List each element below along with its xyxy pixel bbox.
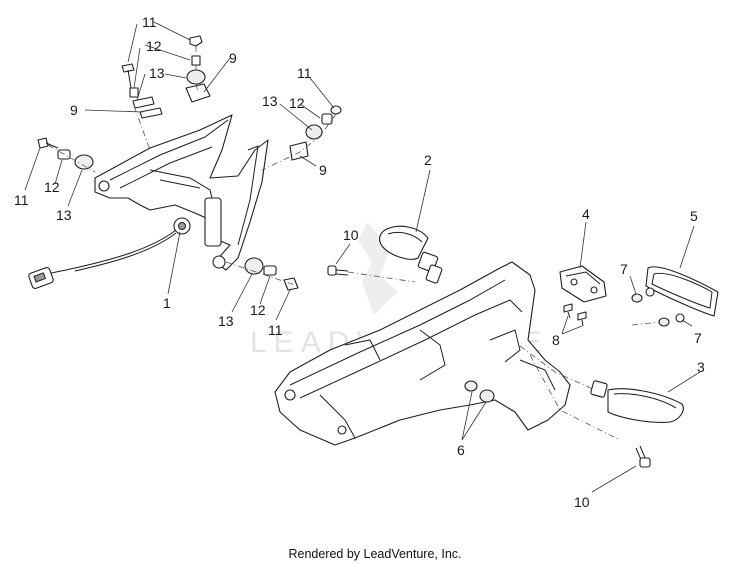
- part-6-rear-fender[interactable]: [274, 261, 621, 446]
- callout-6: 6: [457, 442, 465, 458]
- hardware-top-left: [121, 35, 211, 151]
- callout-2: 2: [424, 152, 432, 168]
- hardware-bottom-left: [225, 257, 299, 291]
- hardware-top-right: [261, 105, 342, 171]
- callout-12: 12: [289, 95, 305, 111]
- part-10-bolt-lower: [635, 445, 651, 468]
- callout-7: 7: [694, 330, 702, 346]
- part-2-turn-signal-left[interactable]: [379, 225, 443, 284]
- callout-8: 8: [552, 332, 560, 348]
- part-1-wire-harness: [28, 229, 177, 289]
- callout-labels: 11 12 13 9 9 11 12 13 9 11 12 13 1 13 12…: [14, 14, 705, 510]
- callout-1: 1: [163, 295, 171, 311]
- callout-11: 11: [14, 192, 29, 208]
- footer-credit: Rendered by LeadVenture, Inc.: [288, 547, 461, 561]
- callout-9: 9: [319, 162, 327, 178]
- callout-3: 3: [697, 359, 705, 375]
- part-10-bolt-upper: [327, 265, 416, 283]
- hardware-left: [37, 137, 96, 173]
- callout-4: 4: [582, 206, 590, 222]
- callout-9: 9: [229, 50, 237, 66]
- callout-5: 5: [690, 208, 698, 224]
- callout-12: 12: [146, 38, 162, 54]
- part-1-bracket-assembly[interactable]: [94, 114, 269, 271]
- callout-13: 13: [218, 313, 234, 329]
- callout-10: 10: [574, 494, 590, 510]
- callout-11: 11: [142, 14, 157, 30]
- callout-11: 11: [268, 322, 283, 338]
- callout-12: 12: [44, 179, 60, 195]
- part-3-turn-signal-right[interactable]: [590, 380, 684, 423]
- part-4-bracket[interactable]: [559, 265, 607, 327]
- callout-13: 13: [149, 65, 165, 81]
- callout-10: 10: [343, 227, 359, 243]
- leader-lines: [24, 21, 701, 493]
- part-5-reflector[interactable]: [645, 266, 719, 317]
- callout-9: 9: [70, 102, 78, 118]
- callout-7: 7: [620, 261, 628, 277]
- callout-13: 13: [56, 207, 72, 223]
- callout-11: 11: [297, 65, 312, 81]
- callout-13: 13: [262, 93, 278, 109]
- callout-12: 12: [250, 302, 266, 318]
